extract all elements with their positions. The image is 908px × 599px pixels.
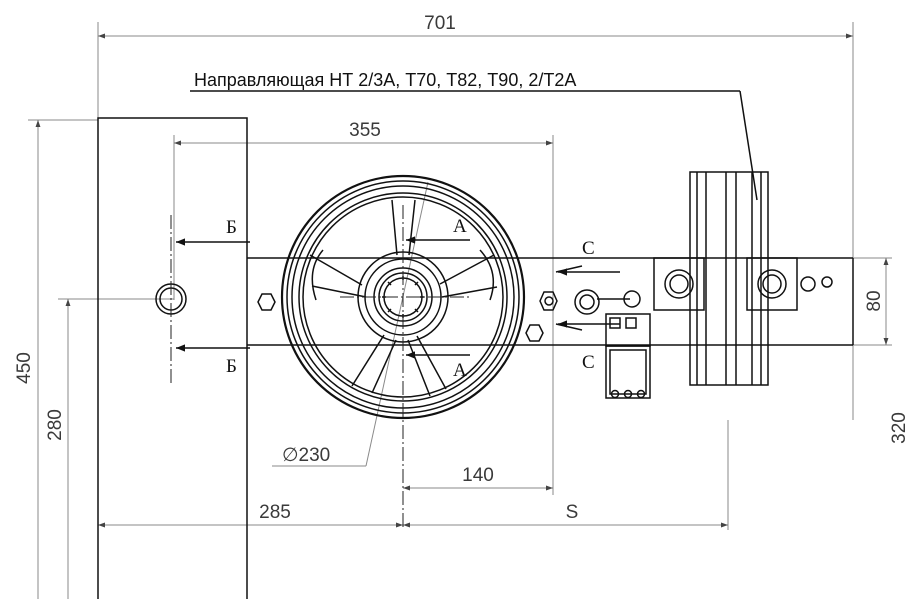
dimension-texts: 701 355 450 280 320 80 140 285 S ∅230 bbox=[14, 13, 908, 523]
mounting-plate bbox=[97, 117, 248, 599]
limit-switch bbox=[574, 289, 651, 399]
dim-320: 320 bbox=[889, 412, 908, 444]
dim-diameter: ∅230 bbox=[282, 445, 330, 466]
section-markers: Б Б A A С С bbox=[176, 216, 620, 381]
dim-140: 140 bbox=[462, 465, 494, 486]
dim-80: 80 bbox=[864, 290, 885, 311]
callout-text: Направляющая НТ 2/3А, Т70, Т82, Т90, 2/Т… bbox=[194, 70, 576, 90]
section-b-bottom: Б bbox=[226, 356, 237, 377]
section-c-top: С bbox=[582, 238, 595, 259]
section-b-top: Б bbox=[226, 217, 237, 238]
section-c-bottom: С bbox=[582, 352, 595, 373]
dim-450: 450 bbox=[14, 352, 35, 384]
dim-355: 355 bbox=[349, 120, 381, 141]
guide-rail bbox=[653, 171, 833, 386]
dim-701: 701 bbox=[424, 13, 456, 34]
wheel bbox=[280, 174, 526, 530]
section-a-top: A bbox=[453, 216, 467, 237]
dim-285: 285 bbox=[259, 502, 291, 523]
guide-rail-callout: Направляющая НТ 2/3А, Т70, Т82, Т90, 2/Т… bbox=[190, 70, 758, 201]
dim-s: S bbox=[566, 502, 579, 523]
section-a-bottom: A bbox=[453, 360, 467, 381]
dim-280: 280 bbox=[45, 409, 66, 441]
